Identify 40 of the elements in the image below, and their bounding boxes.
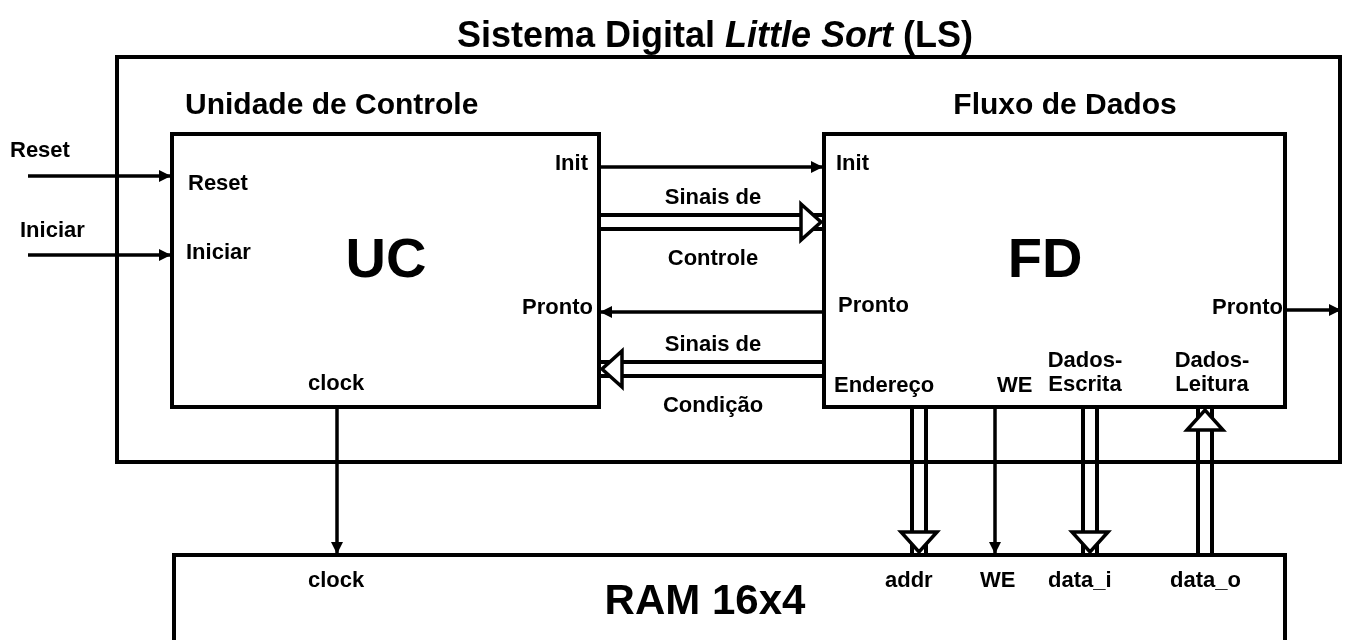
block-name: UC xyxy=(345,227,427,289)
arrow xyxy=(1287,304,1341,316)
bus-arrow xyxy=(600,349,822,389)
edge-label: Sinais de Condição xyxy=(661,330,765,419)
port-label: data_i xyxy=(1048,567,1112,593)
block-title: Unidade de Controle xyxy=(185,86,479,120)
port-label: data_o xyxy=(1170,567,1241,593)
bus-arrow xyxy=(1185,408,1225,553)
block-name: RAM 16x4 xyxy=(604,576,806,624)
arrow xyxy=(989,409,1001,554)
port-label: addr xyxy=(885,567,933,593)
memory-block xyxy=(172,553,1287,640)
port-label: Init xyxy=(555,150,588,176)
port-label: Init xyxy=(836,150,869,176)
port-label: Endereço xyxy=(834,372,935,398)
edge-label: Iniciar xyxy=(20,217,85,243)
arrow xyxy=(600,306,822,318)
edge-label: Sinais de Controle xyxy=(663,183,763,272)
arrow xyxy=(601,161,823,173)
port-label: clock xyxy=(308,567,365,593)
bus-arrow xyxy=(1070,409,1110,554)
port-label: Reset xyxy=(188,170,248,196)
block-title: Fluxo de Dados xyxy=(953,86,1177,120)
edge-label: Reset xyxy=(10,137,70,163)
bus-arrow xyxy=(899,409,939,554)
port-label: Pronto xyxy=(522,294,593,320)
port-label: WE xyxy=(980,567,1016,593)
block-name: FD xyxy=(1007,227,1083,289)
port-label: Dados- Leitura xyxy=(1173,347,1251,397)
port-label: Dados- Escrita xyxy=(1046,347,1124,397)
arrow xyxy=(28,170,171,182)
arrow xyxy=(28,249,171,261)
bus-arrow xyxy=(601,202,823,242)
port-label: Pronto xyxy=(1212,294,1283,320)
port-label: WE xyxy=(997,372,1033,398)
port-label: clock xyxy=(308,370,365,396)
port-label: Pronto xyxy=(838,292,909,318)
block-title: Sistema Digital Little Sort (LS) xyxy=(456,15,974,55)
port-label: Iniciar xyxy=(186,239,251,265)
arrow xyxy=(331,409,343,554)
